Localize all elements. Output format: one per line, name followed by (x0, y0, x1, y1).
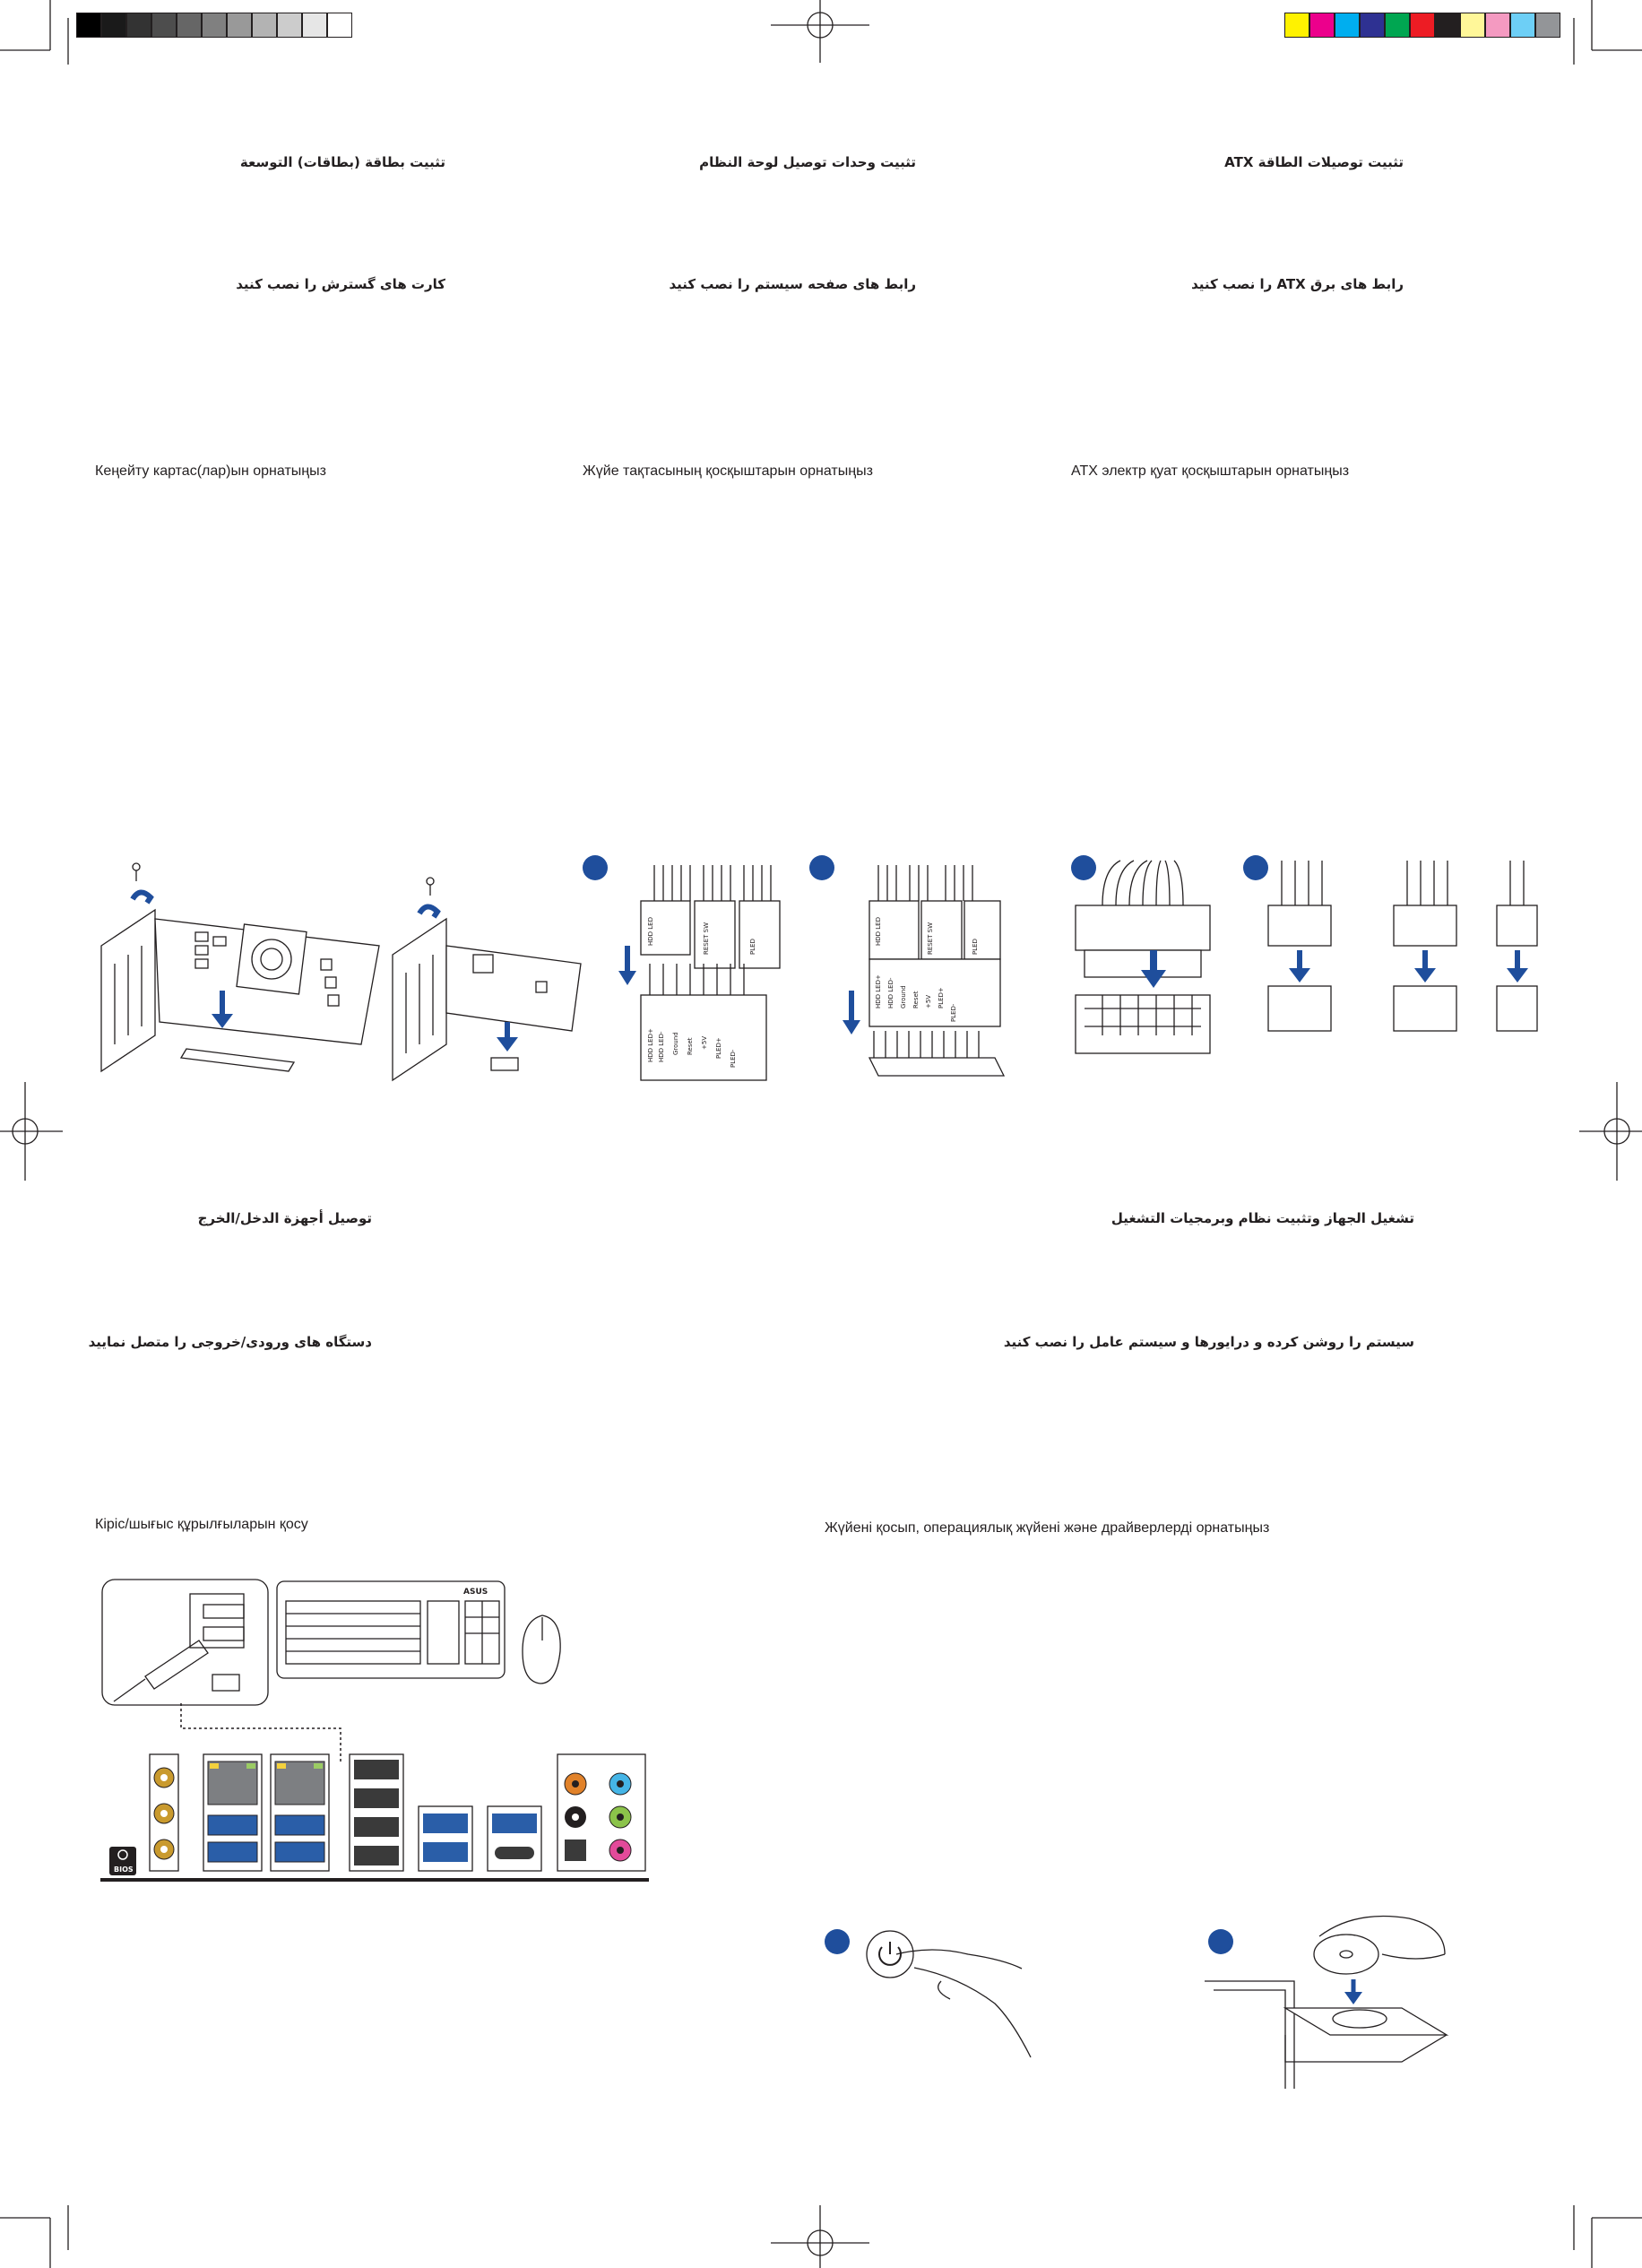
expansion-heading-fa: کارت های گسترش را نصب کنید (236, 276, 445, 292)
mouse-illustration (522, 1614, 561, 1684)
svg-text:RESET SW: RESET SW (927, 922, 934, 955)
expansion-heading-ar: تثبيت بطاقة (بطاقات) التوسعة (239, 154, 445, 170)
svg-text:HDD LED+: HDD LED+ (875, 974, 882, 1008)
svg-text:PLED-: PLED- (950, 1003, 957, 1022)
svg-text:+5V: +5V (925, 995, 932, 1008)
step-1-dot (583, 855, 608, 880)
expansion-card-illustration (100, 862, 582, 1082)
os-heading-fa: سیستم را روشن کرده و درایورها و سیستم عا… (1003, 1334, 1414, 1350)
atx-heading-kz: ATX электр қуат қосқыштарын орнатыңыз (1071, 463, 1350, 479)
step-2-dot-os (1208, 1929, 1233, 1954)
svg-text:Reset: Reset (687, 1037, 694, 1055)
cd-drive-illustration (1205, 1915, 1449, 2089)
svg-text:PLED: PLED (749, 939, 756, 955)
panel-heading-kz: Жүйе тақтасының қосқыштарын орнатыңыз (583, 463, 873, 479)
expansion-heading-kz: Кеңейту картас(лар)ын орнатыңыз (95, 463, 326, 479)
svg-text:HDD LED-: HDD LED- (887, 977, 894, 1008)
step-1-dot-atx (1071, 855, 1096, 880)
panel-heading-ar: تثبيت وحدات توصيل لوحة النظام (699, 154, 916, 170)
rear-io-panel: BIOS (100, 1753, 649, 1882)
step-2-dot-atx (1243, 855, 1268, 880)
atx-8pin-illustration (1267, 861, 1538, 1032)
svg-text:HDD LED: HDD LED (875, 917, 882, 946)
grayscale-bar (76, 0, 354, 39)
atx-24pin-illustration (1075, 860, 1211, 1054)
dotted-connector-line (180, 1703, 341, 1764)
panel-connector-illustration-2: HDD LED RESET SW PLED HDD LED+ HDD LED- … (843, 865, 1006, 1077)
keyboard-illustration: ASUS (276, 1580, 506, 1679)
step-2-dot (809, 855, 834, 880)
os-heading-ar: تشغيل الجهاز وتثبيت نظام وبرمجيات التشغي… (1111, 1210, 1414, 1226)
svg-text:Ground: Ground (672, 1032, 679, 1055)
svg-text:+5V: +5V (701, 1036, 708, 1050)
color-bar (1284, 0, 1564, 39)
io-heading-fa: دستگاه های ورودی/خروجی را متصل نمایید (88, 1334, 372, 1350)
panel-heading-fa: رابط های صفحه سیستم را نصب کنید (669, 276, 916, 292)
svg-text:PLED+: PLED+ (715, 1037, 722, 1059)
svg-text:HDD LED-: HDD LED- (658, 1031, 665, 1062)
atx-heading-ar: تثبيت توصيلات الطاقة ATX (1224, 154, 1404, 170)
os-heading-kz: Жүйені қосып, операциялық жүйені және др… (825, 1520, 1270, 1536)
bios-label: BIOS (114, 1865, 134, 1874)
io-heading-ar: توصيل أجهزة الدخل/الخرج (197, 1210, 372, 1226)
atx-heading-fa: رابط های برق ATX را نصب کنید (1191, 276, 1404, 292)
io-heading-kz: Кіріс/шығыс құрылғыларын қосу (95, 1517, 308, 1532)
usb-plug-illustration (101, 1579, 269, 1706)
svg-text:PLED+: PLED+ (938, 987, 945, 1008)
svg-text:HDD LED: HDD LED (647, 917, 654, 946)
svg-text:RESET SW: RESET SW (703, 922, 710, 955)
svg-text:Reset: Reset (912, 991, 920, 1008)
asus-logo: ASUS (463, 1588, 488, 1597)
svg-text:PLED-: PLED- (730, 1049, 737, 1068)
panel-connector-illustration-1: HDD LED RESET SW PLED HDD LED+ HDD LED- … (618, 865, 781, 1081)
svg-text:HDD LED+: HDD LED+ (647, 1028, 654, 1062)
power-button-illustration (866, 1930, 1032, 2058)
svg-text:Ground: Ground (900, 985, 907, 1008)
svg-text:PLED: PLED (972, 939, 979, 955)
step-1-dot-os (825, 1929, 850, 1954)
